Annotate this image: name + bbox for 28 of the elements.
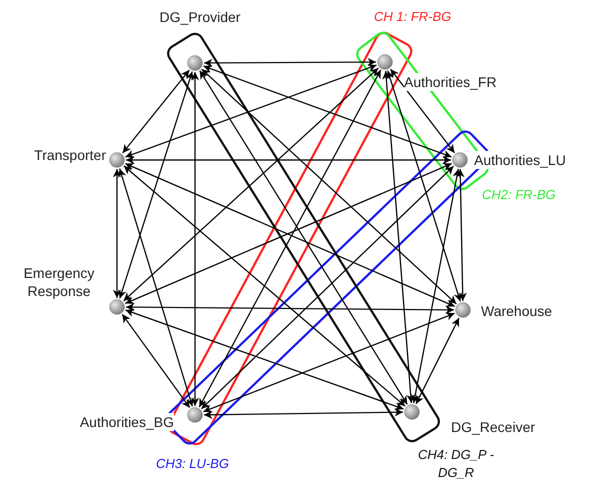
arrow — [118, 168, 194, 407]
arrow — [118, 71, 194, 299]
arrow — [123, 165, 406, 407]
channel-label: CH4: DG_P - DG_R — [416, 446, 496, 482]
arrow — [126, 156, 451, 164]
arrow — [201, 166, 454, 410]
arrow — [190, 72, 200, 406]
arrow — [456, 168, 467, 302]
arrow — [201, 68, 457, 304]
arrow — [126, 302, 454, 314]
arrow — [204, 408, 403, 419]
arrow — [203, 65, 452, 158]
arrow — [204, 58, 376, 68]
channel-label: CH 1: FR-BG — [374, 8, 452, 26]
arrow — [122, 314, 190, 408]
arrow — [415, 318, 460, 404]
arrow — [112, 169, 122, 298]
arrow — [125, 308, 404, 410]
arrow — [125, 64, 377, 158]
arrow — [203, 312, 455, 413]
channel-label: CH3: LU-BG — [156, 455, 230, 473]
channel-label: CH2: FR-BG — [482, 186, 557, 204]
arrow — [382, 70, 415, 404]
arrow — [390, 68, 455, 154]
arrow — [386, 70, 462, 302]
arrow — [411, 168, 461, 404]
arrow — [122, 70, 190, 154]
arrow — [123, 68, 379, 302]
